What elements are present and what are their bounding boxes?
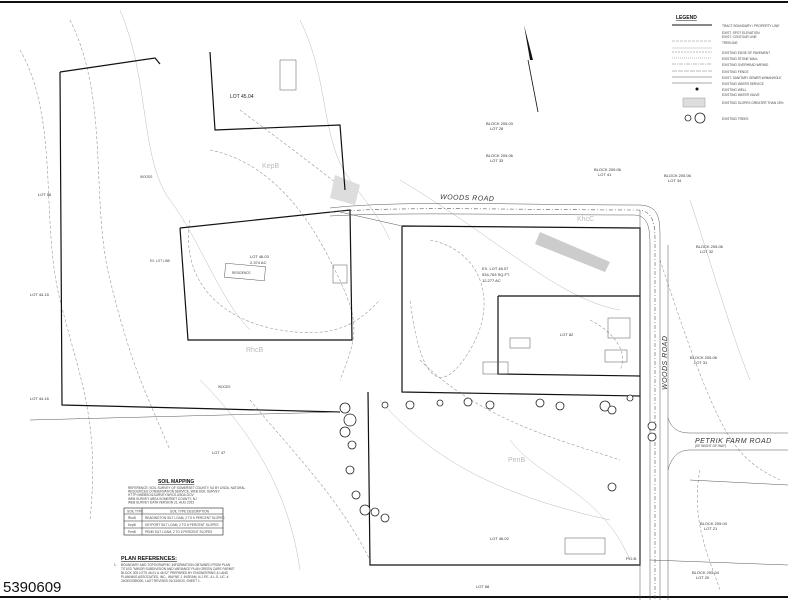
soil-table-header: SOIL TYPE xyxy=(127,510,143,514)
contour-lines xyxy=(19,9,781,591)
legend-item-label: EXISTING STONE WALL xyxy=(722,57,758,61)
block-label: BLOCK 205.06 xyxy=(486,153,514,158)
lot-labels: LOT 45.04 LOT 46.03 2.374 AC EX. LOT 46.… xyxy=(30,94,728,589)
note-woods: WOODS xyxy=(140,175,152,179)
block-label: BLOCK 205.04 xyxy=(700,521,728,526)
soil-table-cell: KepB xyxy=(128,523,136,527)
reference-line: BOUNDARY AND TOPOGRAPHIC INFORMATION OBT… xyxy=(121,563,231,567)
legend-item-label: EXISTING EDGE OF PAVEMENT xyxy=(722,51,770,55)
note-residence: RESIDENCE xyxy=(232,271,251,275)
legend-item-label: EXISTING FENCE xyxy=(722,70,749,74)
road-label-petrik-farm-road: PETRIK FARM ROAD xyxy=(695,438,772,445)
reference-line: PLANNING ASSOCIATES, INC., WAYNE J. INGR… xyxy=(121,575,229,579)
soil-label: KepB xyxy=(262,163,279,170)
block-label: LOT 32 xyxy=(700,249,714,254)
lot-label: LOT 46.03 xyxy=(250,254,270,259)
soil-mapping-note: REFERENCE: SOIL SURVEY OF SOMERSET COUNT… xyxy=(128,486,246,490)
tree-icon xyxy=(684,114,692,122)
road-row-label: (50' WIGHT-OF-WAY) xyxy=(695,444,726,448)
legend-item-label: EXIST. SANITARY SEWER W/MANHOLE xyxy=(722,76,781,80)
block-label: LOT 31 xyxy=(694,360,708,365)
legend: LEGEND TRACT BOUNDARY / PROPERTY LINE EXI… xyxy=(672,15,784,124)
soil-table-cell: RhcB xyxy=(128,516,136,520)
north-arrow-icon xyxy=(524,25,539,113)
lot-label: LOT 68 xyxy=(476,584,490,589)
lot-area: 534,763 SQ.FT. xyxy=(482,272,510,277)
steep-slope-area xyxy=(535,232,610,272)
legend-item-label: EXISTING TREES xyxy=(722,117,748,121)
reference-line: TITLED "MINOR SUBDIVISION AND VARIANCE P… xyxy=(121,567,235,571)
note-pob: P.O.B. xyxy=(626,556,637,561)
soil-table-cell: KEYPORT SILT LOAM, 2 TO 6 PERCENT SLOPES xyxy=(145,523,218,527)
lot-label: EX. LOT 46.07 xyxy=(482,266,509,271)
soil-table-cell: PENN SILT LOAM, 2 TO 6 PERCENT SLOPES xyxy=(145,530,212,534)
lot-area: 2.374 AC xyxy=(250,260,267,265)
legend-item-label: EXISTING WATER SERVICE xyxy=(722,82,764,86)
soil-mapping-note: RESOURCES CONSERVATION SERVICE, WEB SOIL… xyxy=(128,490,221,494)
legend-item-label: TREELINE xyxy=(722,41,738,45)
property-boundaries xyxy=(29,51,641,566)
block-label: BLOCK 205.06 xyxy=(664,173,692,178)
listing-number: 5390609 xyxy=(3,579,62,596)
soil-table-cell: PenB xyxy=(128,530,136,534)
reference-line: 24GE03395300, LAST REVISED 01/13/2020, S… xyxy=(121,579,201,583)
block-label: BLOCK 205.04 xyxy=(692,570,720,575)
soil-table-cell: READINGTON SILT LOAM, 2 TO 6 PERCENT SLO… xyxy=(145,516,225,520)
lot-area: 12.277 AC xyxy=(482,278,501,283)
legend-title: LEGEND xyxy=(676,15,697,21)
lot-label: LOT 56 xyxy=(38,192,52,197)
soil-table-header: SOIL TYPE DESCRIPTION xyxy=(170,510,210,514)
legend-item-label: EXISTING SLOPES GREATER THAN 15% xyxy=(722,101,784,105)
block-label: LOT 34 xyxy=(668,178,682,183)
tree-icon xyxy=(694,112,706,124)
soil-label: PenB xyxy=(508,457,525,464)
plan-references-title: PLAN REFERENCES: xyxy=(121,556,177,562)
soil-mapping-note: WEB SURVEY DATA VERSION 21, AUG 2023 xyxy=(128,500,194,504)
legend-item-label: TRACT BOUNDARY / PROPERTY LINE xyxy=(722,24,779,28)
soil-mapping-title: SOIL MAPPING xyxy=(158,479,194,485)
plan-references: PLAN REFERENCES: 1. BOUNDARY AND TOPOGRA… xyxy=(114,556,235,583)
block-label: LOT 28 xyxy=(490,126,504,131)
block-label: BLOCK 205.06 xyxy=(594,167,622,172)
lot-label: LOT 44.15 xyxy=(30,292,50,297)
legend-item-label: EXISTING WATER VALVE xyxy=(722,93,760,97)
road-label-woods-road-vertical: WOODS ROAD xyxy=(662,336,669,390)
legend-item-label: EXIST. SPOT ELEVATION xyxy=(722,31,760,35)
block-label: LOT 20 xyxy=(696,575,710,580)
lot-label: LOT 44.16 xyxy=(30,396,50,401)
lot-label: LOT 45.04 xyxy=(230,94,254,100)
soil-mapping-note: HTTP://WEBSOILSURVEY.NRCS.USDA.GOV xyxy=(128,493,195,497)
block-label: BLOCK 205.06 xyxy=(696,244,724,249)
block-label: BLOCK 205.06 xyxy=(690,355,718,360)
soil-label: KhcC xyxy=(577,216,594,223)
block-label: LOT 21 xyxy=(704,526,718,531)
legend-item-label: EXISTING WELL xyxy=(722,88,747,92)
road-label-woods-road: WOODS ROAD xyxy=(440,194,495,203)
existing-trees xyxy=(339,394,657,523)
lot-label: LOT 47 xyxy=(212,450,226,455)
lot-label: LOT 82 xyxy=(560,332,574,337)
soil-label: RhcB xyxy=(246,347,263,354)
lot-label: LOT 46.02 xyxy=(490,536,510,541)
legend-item-label: EXISTING OVERHEAD WIRING xyxy=(722,63,769,67)
structures xyxy=(224,59,631,555)
soil-mapping: SOIL MAPPING REFERENCE: SOIL SURVEY OF S… xyxy=(123,479,246,536)
note-lot-line: EX. LOT LINE xyxy=(150,259,170,263)
soil-mapping-note: WEB SURVEY AREA SOMERSET COUNTY, NJ xyxy=(128,497,197,501)
block-label: BLOCK 205.03 xyxy=(486,121,514,126)
roads xyxy=(329,203,788,600)
block-label: LOT 41 xyxy=(598,172,612,177)
legend-item-label: EXIST. CONTOUR LINE xyxy=(722,35,757,39)
reference-line: BLOCK 205 LOTS 46.01 & 46.02" PREPARED B… xyxy=(121,571,229,575)
block-label: LOT 33 xyxy=(490,158,504,163)
note-woods: WOODS xyxy=(218,385,230,389)
reference-number: 1. xyxy=(114,563,117,567)
